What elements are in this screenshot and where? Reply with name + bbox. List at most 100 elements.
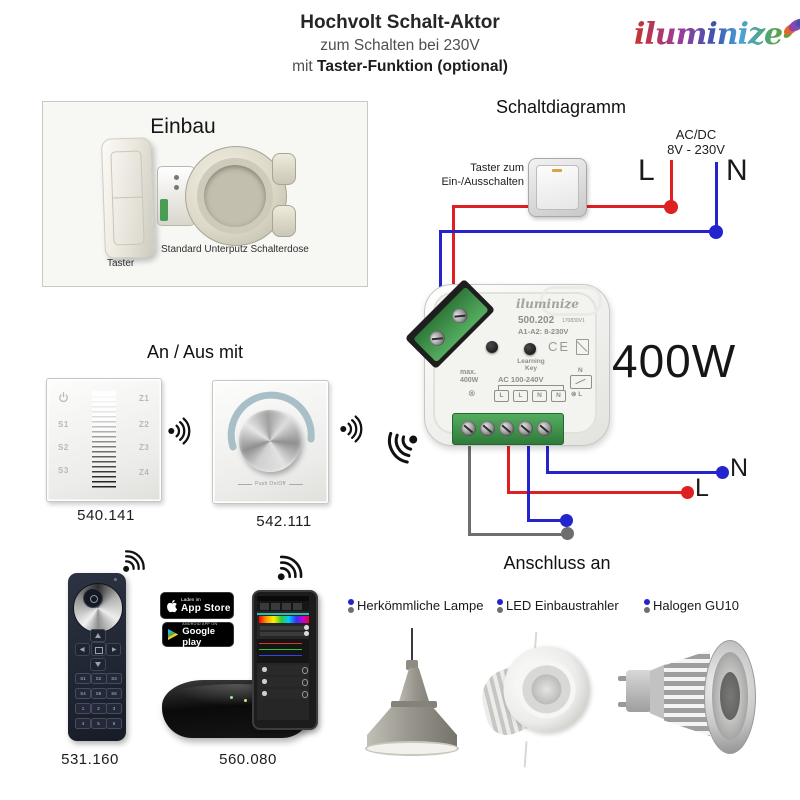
app-accent-line xyxy=(257,613,309,615)
diagram-title: Schaltdiagramm xyxy=(495,97,627,117)
app-slider[interactable] xyxy=(260,631,309,636)
touch-panel-s1[interactable]: S1 xyxy=(58,420,69,429)
touch-panel-z2[interactable]: Z2 xyxy=(139,420,150,429)
remote-key[interactable]: S6 xyxy=(106,688,122,699)
an-aus-title: An / Aus mit xyxy=(146,342,244,362)
remote-key[interactable]: 1 xyxy=(75,703,91,714)
touch-panel-z4[interactable]: Z4 xyxy=(139,468,150,477)
gu10-pin xyxy=(618,676,628,681)
lamp-cone xyxy=(398,668,430,702)
einbau-panel: Einbau Taster Standard Unterputz Schalte… xyxy=(42,101,368,287)
anschluss-title: Anschluss an xyxy=(503,553,611,573)
wire-lamp-neutral-drop xyxy=(527,438,530,522)
wire-neutral-to-device xyxy=(439,230,442,292)
terminal-box-label: N xyxy=(532,390,547,402)
remote-key[interactable]: 5 xyxy=(90,718,107,729)
load-dot-icon xyxy=(497,606,503,613)
remote-key[interactable]: S2 xyxy=(90,673,107,684)
subtitle-bold: Taster-Funktion (optional) xyxy=(317,58,508,75)
power-icon[interactable] xyxy=(58,392,69,403)
relay-l-print: ⊗ L xyxy=(571,390,582,398)
remote-key[interactable]: 6 xyxy=(106,718,122,729)
taster-function-label: Taster zum Ein-/Ausschalten xyxy=(424,162,524,189)
gu10-heatsink xyxy=(664,650,710,736)
lamp-item-label: Herkömmliche Lampe xyxy=(357,598,484,613)
wall-switch-rocker xyxy=(536,165,579,210)
green-channel-line xyxy=(259,648,302,650)
appstore-line2: App Store xyxy=(181,602,231,614)
touch-panel-z3[interactable]: Z3 xyxy=(139,443,150,452)
knob-panel-code: 542.111 xyxy=(256,513,312,530)
max-line1: max. xyxy=(460,369,476,376)
touch-panel-s3[interactable]: S3 xyxy=(58,466,69,475)
schalterdose-label: Standard Unterputz Schalterdose xyxy=(161,244,309,255)
output-terminal-block xyxy=(452,413,564,445)
touch-panel-code: 540.141 xyxy=(77,507,135,524)
learning-line2: Key xyxy=(525,365,537,372)
remote-right-button[interactable] xyxy=(106,643,121,656)
max-line2: 400W xyxy=(460,376,479,384)
neutral-out-dot xyxy=(716,466,729,479)
phase-in-label: L xyxy=(638,154,655,187)
neutral-out-label: N xyxy=(730,454,749,482)
up-arrow-icon xyxy=(95,633,101,638)
app-device-row[interactable] xyxy=(259,664,309,675)
lamp-neutral-dot xyxy=(560,514,573,527)
knob-panel-image: Push On/Off xyxy=(212,380,329,504)
lamp-load-dot xyxy=(561,527,574,540)
wire-neutral-out-drop xyxy=(546,438,549,473)
terminal-box-label: L xyxy=(513,390,528,402)
power-glyph xyxy=(89,594,98,603)
remote-ok-button[interactable] xyxy=(90,642,106,656)
phase-out-label: L xyxy=(695,474,709,502)
remote-up-button[interactable] xyxy=(90,629,106,642)
learning-key-print: Learning Key xyxy=(508,358,554,372)
taster-plate-image xyxy=(100,137,156,259)
remote-key[interactable]: S5 xyxy=(90,688,107,699)
lamp-cap xyxy=(406,660,418,670)
app-slider[interactable] xyxy=(260,624,309,630)
remote-power-button[interactable] xyxy=(83,588,103,608)
learning-key-button[interactable] xyxy=(524,343,536,355)
color-gradient-slider[interactable] xyxy=(259,616,309,623)
max-power-rating: 400W xyxy=(612,335,737,387)
remote-key[interactable]: 4 xyxy=(75,718,91,729)
app-device-row[interactable] xyxy=(259,688,309,699)
touch-slider[interactable] xyxy=(92,391,116,491)
label-dash xyxy=(238,483,253,485)
load-dot-icon xyxy=(644,606,650,613)
relay-symbol-box xyxy=(570,375,592,389)
rotary-knob[interactable] xyxy=(239,410,301,472)
appstore-badge[interactable]: Laden im App Store xyxy=(160,592,234,619)
touch-panel-z1[interactable]: Z1 xyxy=(139,394,150,403)
remote-key[interactable]: 2 xyxy=(90,703,107,714)
remote-left-button[interactable] xyxy=(75,643,90,656)
touch-panel-s2[interactable]: S2 xyxy=(58,443,69,452)
wire-dots xyxy=(497,599,503,613)
remote-key[interactable]: 3 xyxy=(106,703,122,714)
googleplay-badge[interactable]: ANDROID APP ON Google play xyxy=(162,622,234,648)
flush-box-ear xyxy=(272,153,296,185)
gu10-base xyxy=(626,670,652,712)
neutral-dot-icon xyxy=(644,599,650,605)
rgb-chart xyxy=(257,638,309,663)
gateway-led xyxy=(244,699,247,702)
dial-arc xyxy=(227,391,315,451)
terminal-screw xyxy=(537,421,552,436)
device-button[interactable] xyxy=(486,341,498,353)
lamp-item-led: LED Einbaustrahler xyxy=(497,598,619,613)
remote-down-button[interactable] xyxy=(90,658,106,671)
wire-lamp-load-drop xyxy=(468,438,471,535)
remote-key[interactable]: S4 xyxy=(75,688,91,699)
mounting-clip xyxy=(523,741,528,768)
actuator-device-image: iluminize 500.202 170830V1 A1-A2: 8-230V… xyxy=(404,278,610,446)
remote-key[interactable]: S1 xyxy=(75,673,91,684)
module-pcb xyxy=(160,199,168,221)
phase-out-dot xyxy=(681,486,694,499)
subtitle-prefix: mit xyxy=(292,58,318,75)
taster-label-line2: Ein-/Ausschalten xyxy=(441,175,524,188)
push-onoff-text: Push On/Off xyxy=(255,481,286,487)
remote-key[interactable]: S3 xyxy=(106,673,122,684)
app-device-row[interactable] xyxy=(259,676,309,687)
wifi-signal-icon xyxy=(123,550,145,572)
